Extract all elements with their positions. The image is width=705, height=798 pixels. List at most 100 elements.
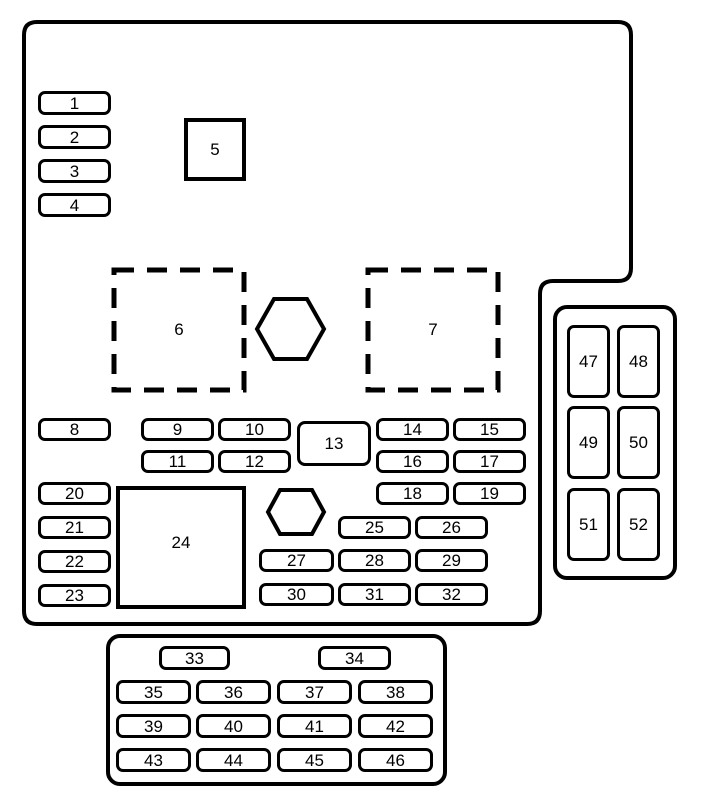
fuse-17[interactable]: 17 xyxy=(453,450,526,473)
fuse-21[interactable]: 21 xyxy=(38,516,111,539)
relay-6[interactable]: 6 xyxy=(114,270,244,390)
fuse-23[interactable]: 23 xyxy=(38,584,111,607)
fuse-4[interactable]: 4 xyxy=(38,193,111,217)
fuse-label: 12 xyxy=(245,452,264,471)
fuse-label: 3 xyxy=(69,161,80,181)
fuse-label: 29 xyxy=(442,551,461,570)
fuse-label: 17 xyxy=(480,452,499,471)
relay-label: 49 xyxy=(579,432,598,452)
relay-52[interactable]: 52 xyxy=(617,488,660,561)
fuse-29[interactable]: 29 xyxy=(415,549,488,572)
fuse-13[interactable]: 13 xyxy=(297,421,371,466)
relay-label: 5 xyxy=(210,139,220,159)
fuse-37[interactable]: 37 xyxy=(277,680,352,704)
fuse-30[interactable]: 30 xyxy=(259,583,334,606)
fuse-label: 21 xyxy=(65,518,84,537)
hexagon-stud-lower xyxy=(265,488,327,536)
fuse-41[interactable]: 41 xyxy=(277,714,352,738)
relay-label: 48 xyxy=(629,351,648,371)
fuse-label: 22 xyxy=(65,552,84,571)
fuse-label: 41 xyxy=(305,716,324,736)
fuse-label: 38 xyxy=(386,682,405,702)
fuse-15[interactable]: 15 xyxy=(453,418,526,441)
fuse-label: 16 xyxy=(403,452,422,471)
fuse-label: 34 xyxy=(345,648,364,668)
fuse-label: 28 xyxy=(365,551,384,570)
fuse-label: 11 xyxy=(168,452,187,471)
fuse-label: 10 xyxy=(245,420,264,439)
bottom-block-outline xyxy=(106,634,447,786)
relay-7[interactable]: 7 xyxy=(368,270,498,390)
fuse-label: 40 xyxy=(224,716,243,736)
fuse-31[interactable]: 31 xyxy=(338,583,411,606)
fuse-8[interactable]: 8 xyxy=(38,418,111,441)
fuse-12[interactable]: 12 xyxy=(218,450,291,473)
relay-label: 24 xyxy=(171,532,191,552)
fuse-10[interactable]: 10 xyxy=(218,418,291,441)
fuse-33[interactable]: 33 xyxy=(159,646,230,670)
relay-50[interactable]: 50 xyxy=(617,406,660,479)
fuse-label: 26 xyxy=(442,518,461,537)
fuse-label: 36 xyxy=(224,682,243,702)
fuse-label: 25 xyxy=(365,518,384,537)
fuse-label: 18 xyxy=(403,484,422,503)
relay-47[interactable]: 47 xyxy=(567,325,610,398)
fuse-39[interactable]: 39 xyxy=(116,714,191,738)
fuse-42[interactable]: 42 xyxy=(358,714,433,738)
fuse-22[interactable]: 22 xyxy=(38,550,111,573)
fuse-label: 45 xyxy=(305,750,324,770)
fuse-25[interactable]: 25 xyxy=(338,516,411,539)
fuse-label: 44 xyxy=(224,750,243,770)
fuse-45[interactable]: 45 xyxy=(277,748,352,772)
relay-48[interactable]: 48 xyxy=(617,325,660,398)
fuse-16[interactable]: 16 xyxy=(376,450,449,473)
fuse-46[interactable]: 46 xyxy=(358,748,433,772)
relay-51[interactable]: 51 xyxy=(567,488,610,561)
relay-label: 6 xyxy=(174,320,184,339)
dashed-relay-7-outline xyxy=(365,267,501,393)
fuse-label: 9 xyxy=(172,420,183,439)
fuse-40[interactable]: 40 xyxy=(196,714,271,738)
fuse-11[interactable]: 11 xyxy=(141,450,214,473)
relay-label: 50 xyxy=(629,432,648,452)
fuse-28[interactable]: 28 xyxy=(338,549,411,572)
fuse-3[interactable]: 3 xyxy=(38,159,111,183)
fuse-label: 31 xyxy=(365,585,384,604)
fuse-38[interactable]: 38 xyxy=(358,680,433,704)
fuse-label: 14 xyxy=(403,420,422,439)
right-block-outline xyxy=(553,305,677,580)
fuse-18[interactable]: 18 xyxy=(376,482,449,505)
main-block-outline xyxy=(22,20,633,626)
fuse-label: 15 xyxy=(480,420,499,439)
relay-label: 7 xyxy=(428,320,438,339)
relay-49[interactable]: 49 xyxy=(567,406,610,479)
fuse-27[interactable]: 27 xyxy=(259,549,334,572)
relay-24[interactable]: 24 xyxy=(116,486,246,609)
fuse-label: 27 xyxy=(287,551,306,570)
relay-label: 52 xyxy=(629,514,648,534)
fuse-9[interactable]: 9 xyxy=(141,418,214,441)
fuse-label: 42 xyxy=(386,716,405,736)
fuse-2[interactable]: 2 xyxy=(38,125,111,149)
fuse-44[interactable]: 44 xyxy=(196,748,271,772)
fuse-14[interactable]: 14 xyxy=(376,418,449,441)
fuse-label: 30 xyxy=(287,585,306,604)
fuse-43[interactable]: 43 xyxy=(116,748,191,772)
fuse-36[interactable]: 36 xyxy=(196,680,271,704)
fuse-label: 43 xyxy=(144,750,163,770)
fuse-label: 35 xyxy=(144,682,163,702)
fuse-26[interactable]: 26 xyxy=(415,516,488,539)
fuse-label: 37 xyxy=(305,682,324,702)
fuse-label: 8 xyxy=(69,420,80,439)
fuse-label: 23 xyxy=(65,586,84,605)
relay-label: 47 xyxy=(579,351,598,371)
fuse-label: 33 xyxy=(185,648,204,668)
fuse-1[interactable]: 1 xyxy=(38,91,111,115)
fuse-19[interactable]: 19 xyxy=(453,482,526,505)
fuse-label: 1 xyxy=(69,93,80,113)
relay-5[interactable]: 5 xyxy=(184,118,246,181)
fuse-35[interactable]: 35 xyxy=(116,680,191,704)
fuse-34[interactable]: 34 xyxy=(318,646,391,670)
fuse-20[interactable]: 20 xyxy=(38,482,111,505)
fuse-32[interactable]: 32 xyxy=(415,583,488,606)
